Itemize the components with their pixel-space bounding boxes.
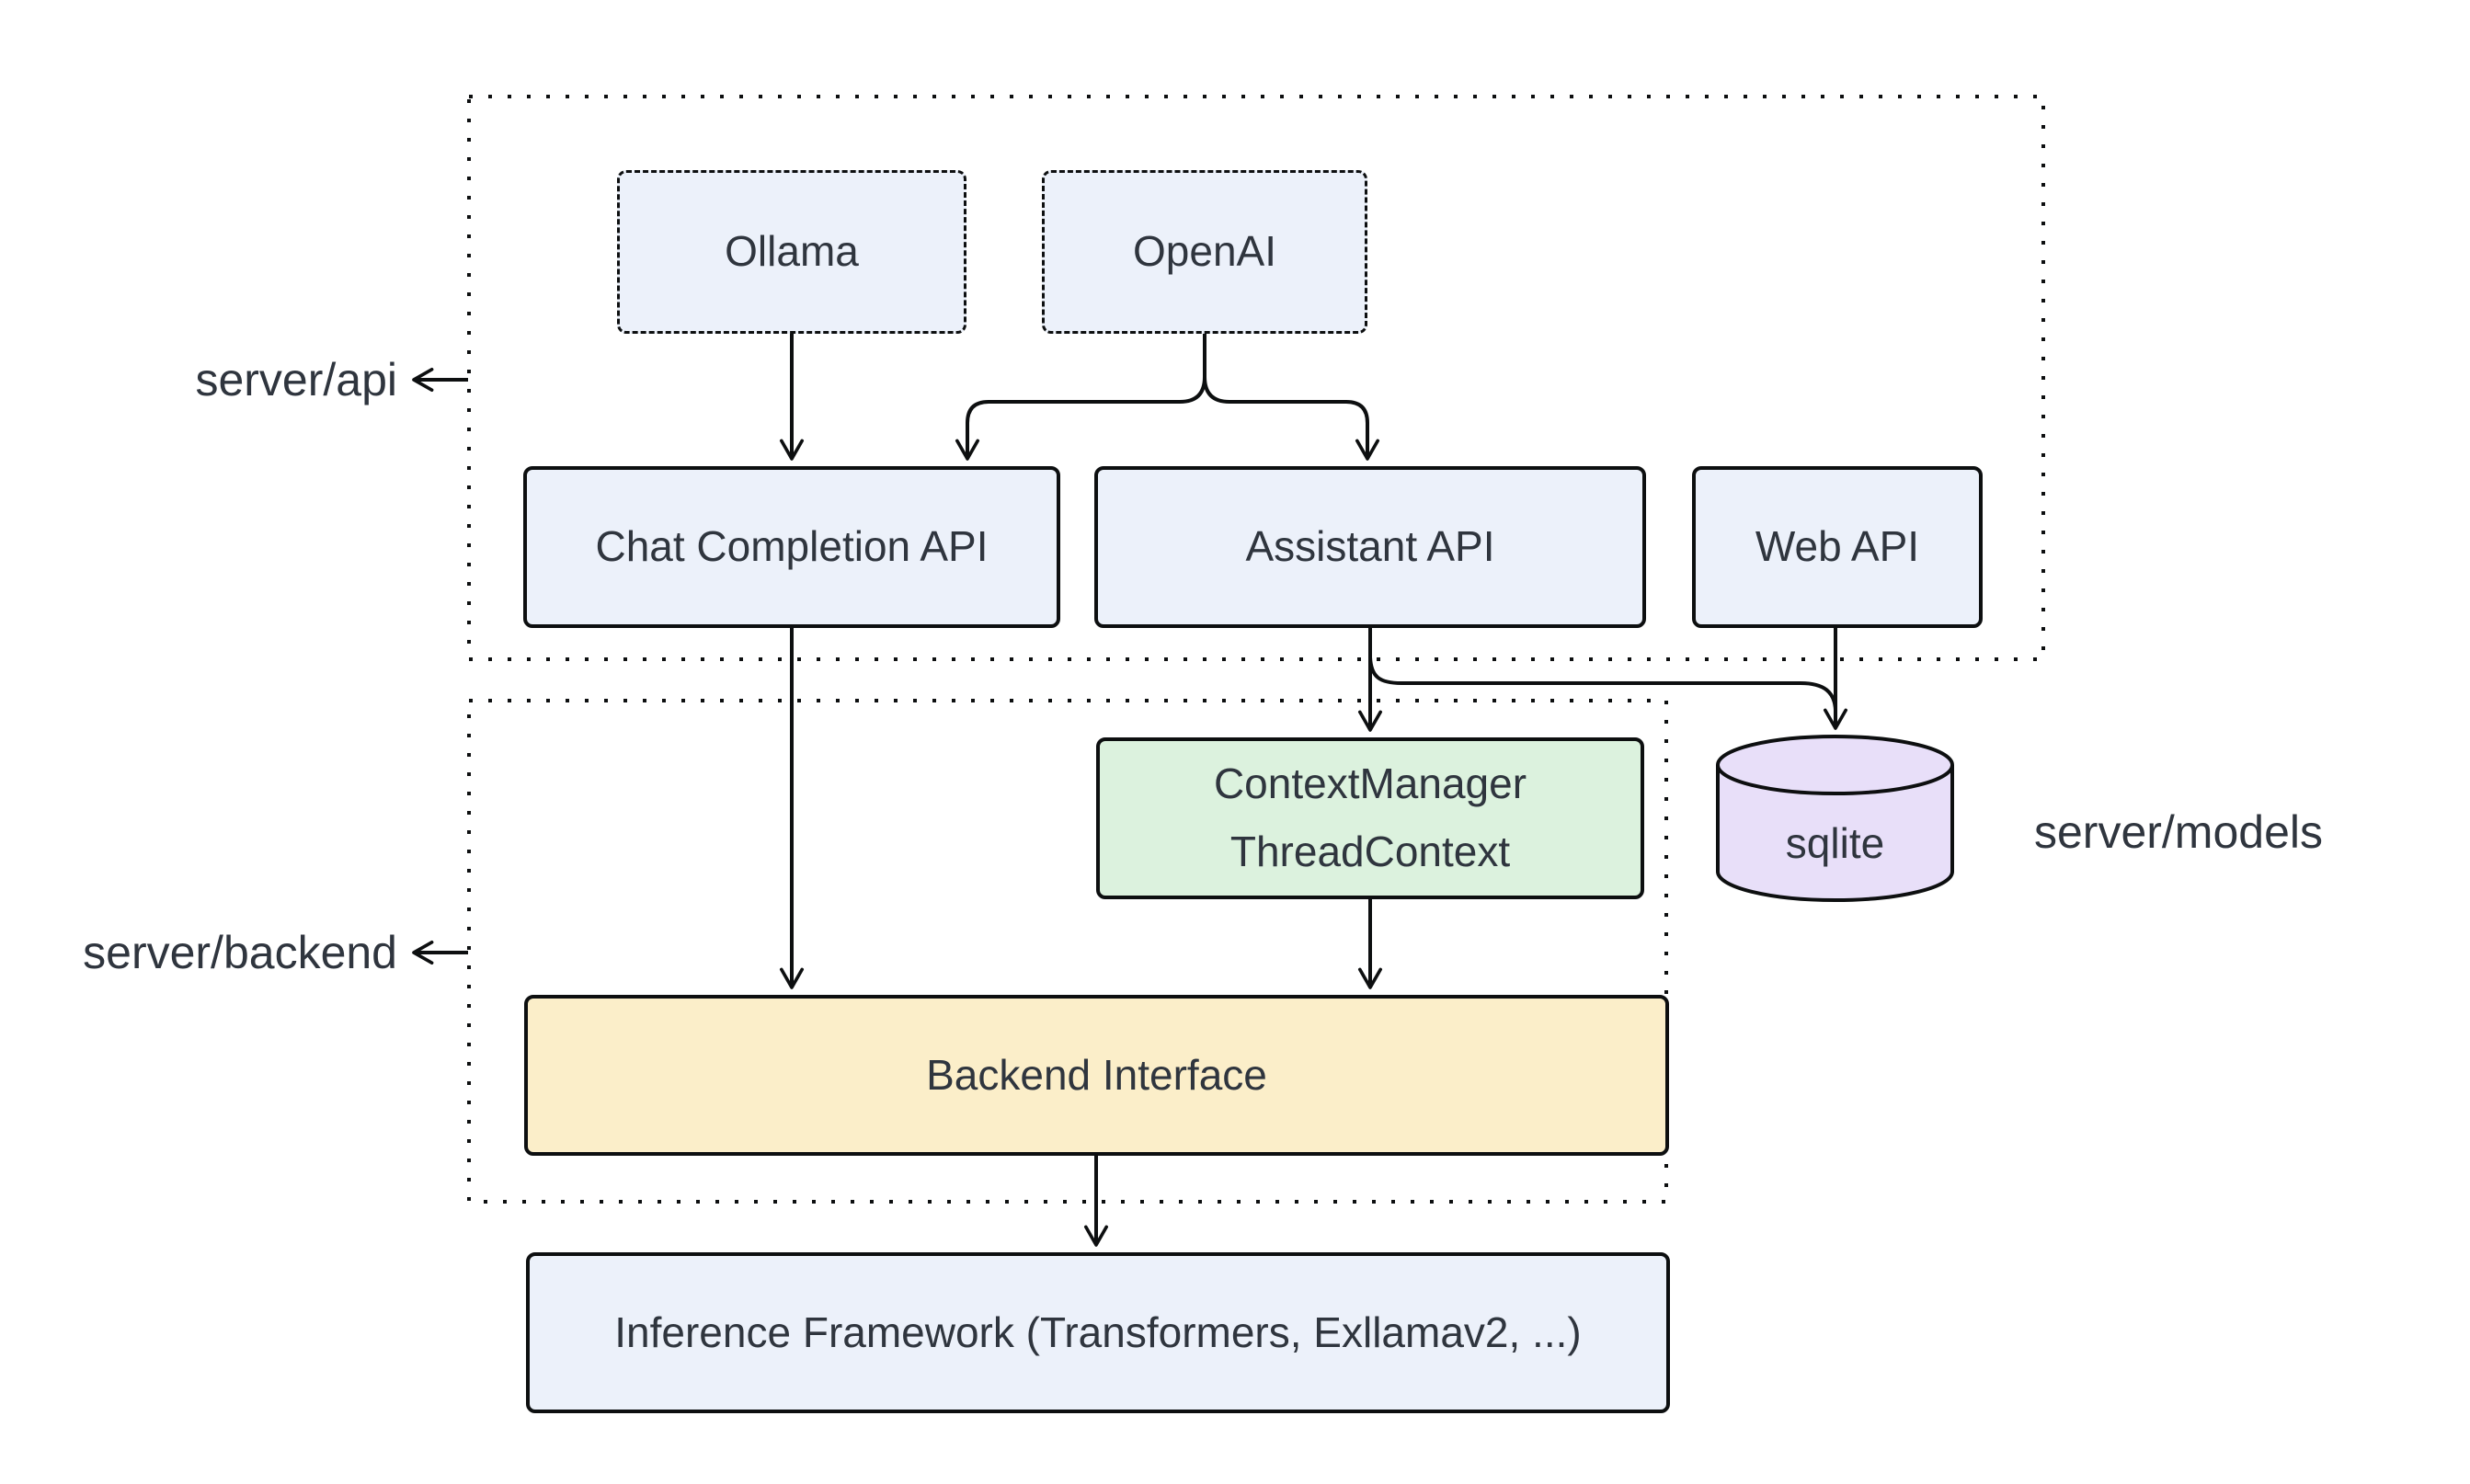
node-ollama-label: Ollama: [725, 227, 859, 276]
node-sqlite: sqlite: [1718, 809, 1952, 879]
node-assistant-api-label: Assistant API: [1245, 522, 1495, 571]
node-context-manager-label-line2: ThreadContext: [1229, 828, 1511, 875]
edge-openai-assistant: [1203, 334, 1380, 461]
node-assistant-api: Assistant API: [1094, 466, 1646, 628]
node-backend-interface: Backend Interface: [524, 995, 1669, 1156]
node-chat-completion-api-label: Chat Completion API: [595, 522, 989, 571]
node-context-manager-label-line1: ContextManager: [1213, 759, 1527, 808]
edge-openai-chat: [955, 334, 1206, 461]
node-openai-label: OpenAI: [1133, 227, 1276, 276]
label-server-backend: server/backend: [83, 927, 397, 978]
node-web-api-label: Web API: [1755, 522, 1920, 571]
node-backend-interface-label: Backend Interface: [926, 1050, 1267, 1099]
container-server-api: [467, 95, 2045, 661]
node-context-manager: ContextManager ThreadContext: [1096, 737, 1644, 899]
edge-assistant-sqlite: [1368, 656, 1837, 711]
node-chat-completion-api: Chat Completion API: [523, 466, 1060, 628]
label-server-models: server/models: [2034, 806, 2323, 858]
container-server-backend: [467, 699, 1668, 1204]
node-inference-framework: Inference Framework (Transformers, Exlla…: [526, 1252, 1670, 1413]
label-server-api: server/api: [195, 354, 397, 405]
node-sqlite-label: sqlite: [1785, 819, 1885, 868]
node-web-api: Web API: [1692, 466, 1983, 628]
sqlite-cylinder-shape: [1716, 735, 1954, 902]
node-ollama: Ollama: [617, 170, 966, 334]
node-inference-framework-label: Inference Framework (Transformers, Exlla…: [614, 1307, 1582, 1356]
node-openai: OpenAI: [1042, 170, 1367, 334]
